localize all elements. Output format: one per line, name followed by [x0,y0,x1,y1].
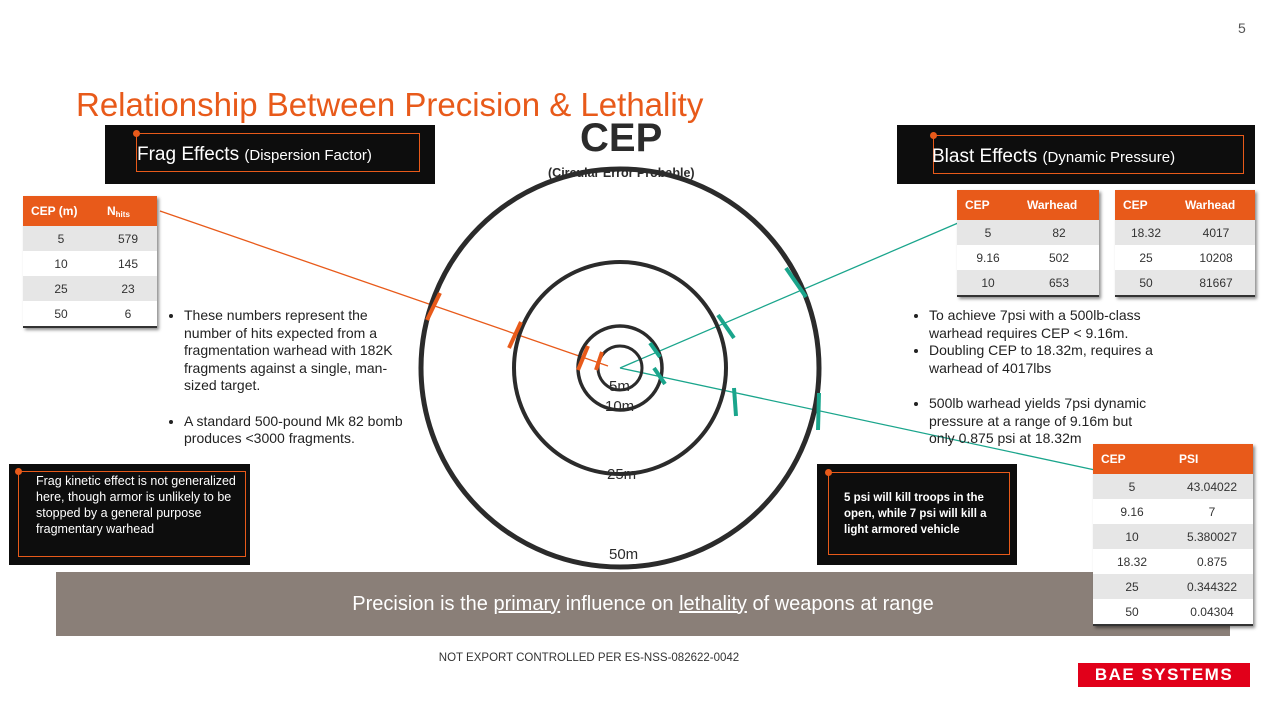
frag-effects-header: Frag Effects (Dispersion Factor) [105,125,435,184]
ring-25m [512,260,728,476]
frag-marker [594,351,604,371]
blast-marker [716,313,736,340]
frag-bullets: These numbers represent the number of hi… [166,307,406,448]
frag-col-hits: Nhits [99,196,157,226]
blast-note-frame [825,469,1010,555]
frag-col-cep: CEP (m) [23,196,99,226]
frag-note-box: Frag kinetic effect is not generalized h… [9,464,250,565]
banner-emphasis: lethality [679,592,747,615]
table-header: Warhead [1177,190,1255,220]
frag-header-text: Frag Effects (Dispersion Factor) [137,144,372,166]
ring-label-25m: 25m [607,466,637,483]
frag-marker [507,321,523,349]
frag-connector-line [159,210,609,367]
banner-emphasis: primary [493,592,561,615]
ring-label-50m: 50m [609,546,639,563]
list-item: Doubling CEP to 18.32m, requires a warhe… [929,342,1161,377]
banner-text: of weapons at range [746,592,934,615]
blast-note-text: 5 psi will kill troops in the open, whil… [844,492,987,536]
blast-effects-header: Blast Effects (Dynamic Pressure) [897,125,1255,184]
frag-subtitle: (Dispersion Factor) [244,147,372,164]
blast-connector-line-lower [619,367,1096,471]
blast-subtitle: (Dynamic Pressure) [1042,149,1176,166]
blast-note-box: 5 psi will kill troops in the open, whil… [817,464,1017,565]
frag-note-text: Frag kinetic effect is not generalized h… [36,474,236,536]
blast-header-frame [930,132,1244,174]
blast-marker [652,366,667,386]
list-item: To achieve 7psi with a 500lb-class warhe… [929,307,1161,342]
blast-bullets: To achieve 7psi with a 500lb-class warhe… [911,307,1161,448]
table-header: CEP [1093,444,1171,474]
blast-marker [732,387,738,417]
cep-heading: CEP [580,116,663,160]
list-item: 500lb warhead yields 7psi dynamic pressu… [929,395,1161,448]
list-item: These numbers represent the number of hi… [184,307,406,395]
frag-header-frame [133,130,420,172]
blast-marker [816,392,821,431]
ring-label-10m: 10m [605,398,635,415]
frag-marker [425,292,442,321]
frag-note-frame [15,468,246,557]
bae-systems-logo: BAE SYSTEMS [1078,663,1250,687]
frag-title: Frag Effects [137,144,240,165]
frag-marker [576,345,590,371]
table-header: Warhead [1019,190,1099,220]
cep-subheading: (Circular Error Probable) [548,166,695,180]
table-header: PSI [1171,444,1253,474]
ring-label-5m: 5m [609,378,630,395]
export-control-footer: NOT EXPORT CONTROLLED PER ES-NSS-082622-… [438,652,740,664]
blast-marker [648,341,662,359]
list-item: A standard 500-pound Mk 82 bomb produces… [184,413,406,448]
blast-title: Blast Effects [932,146,1038,167]
page-number: 5 [1238,20,1246,36]
blast-marker [784,266,808,299]
blast-header-text: Blast Effects (Dynamic Pressure) [932,146,1175,168]
blast-connector-line-upper [619,222,959,369]
conclusion-banner: Precision is the primary influence on le… [56,572,1230,636]
slide-title: Relationship Between Precision & Lethali… [76,86,704,123]
banner-text: influence on [560,592,680,615]
table-header: CEP [1115,190,1177,220]
table-header: CEP [957,190,1019,220]
banner-text: Precision is the [352,592,494,615]
ring-50m [418,166,822,570]
